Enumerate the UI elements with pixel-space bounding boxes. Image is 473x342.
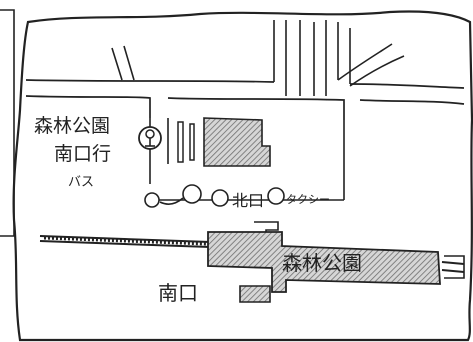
station-plaza xyxy=(149,118,345,201)
building-hatched xyxy=(203,117,271,167)
south-block xyxy=(239,285,271,303)
stop-circle-left xyxy=(144,192,160,208)
station-name-label: 森林公園 xyxy=(282,251,362,275)
road-diagonal-right xyxy=(337,43,405,87)
bus-stop-label-1: 森林公園 xyxy=(34,115,110,137)
north-exit-circle xyxy=(211,189,229,207)
taxi-label: タクシー xyxy=(286,193,330,206)
shelter-bar-1 xyxy=(177,121,184,163)
road-vertical-top xyxy=(273,20,351,96)
station-building xyxy=(207,231,441,293)
bus-stop-icon xyxy=(138,126,162,150)
loop-connector xyxy=(159,197,184,205)
stop-circle-mid xyxy=(182,184,202,204)
road-diagonal-left xyxy=(111,45,135,81)
railway-track xyxy=(39,235,465,273)
track-end-mark xyxy=(444,255,465,279)
shelter-bar-2 xyxy=(189,123,195,161)
left-panel-border xyxy=(0,9,15,237)
map-frame xyxy=(12,10,473,342)
south-exit-label: 南口 xyxy=(158,281,198,305)
bus-stop-label-3: バス xyxy=(68,175,94,190)
bus-stop-label-2: 南口行 xyxy=(54,143,111,165)
taxi-stand-icon xyxy=(267,187,285,205)
north-exit-label: 北口 xyxy=(232,191,264,210)
main-road xyxy=(25,79,465,120)
